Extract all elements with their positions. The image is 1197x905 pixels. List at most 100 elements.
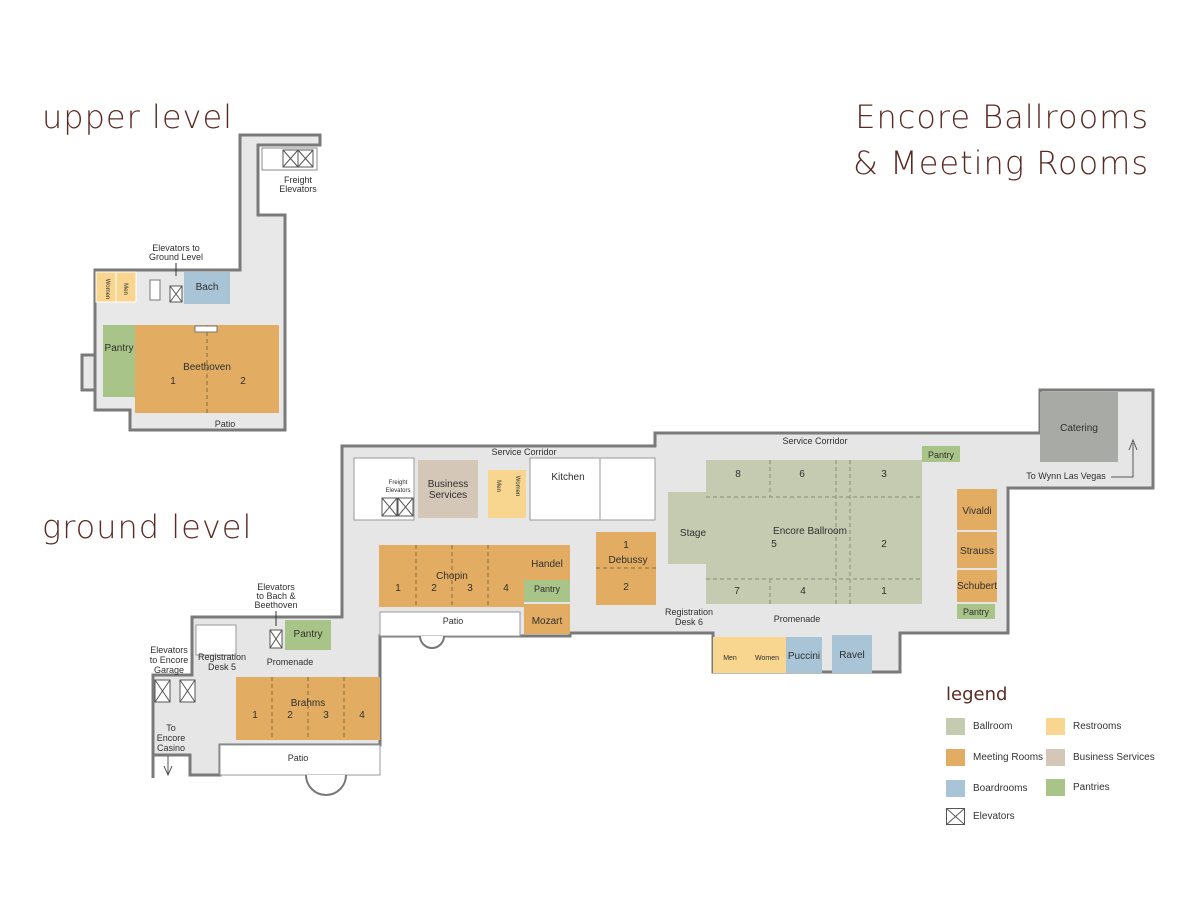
bach-label: Bach xyxy=(196,282,219,293)
ground-women-restroom xyxy=(506,470,526,518)
elev-bach-label-2: to Bach & xyxy=(256,591,295,601)
beethoven-section-2: 2 xyxy=(240,376,246,387)
chopin-section-3: 3 xyxy=(467,583,473,594)
catering-label: Catering xyxy=(1060,423,1098,434)
brahms-label: Brahms xyxy=(291,698,325,709)
ballroom-section-1: 1 xyxy=(881,586,887,597)
left-pantry xyxy=(285,620,331,650)
chopin-section-2: 2 xyxy=(431,583,437,594)
handel-label: Handel xyxy=(531,559,563,570)
bottom-women-label: Women xyxy=(755,655,779,662)
upper-patio-label: Patio xyxy=(215,419,236,429)
legend-restroom: Restrooms xyxy=(1046,718,1121,735)
debussy-section-2: 2 xyxy=(623,582,629,593)
legend-meeting-label: Meeting Rooms xyxy=(973,752,1044,763)
left-promenade-label: Promenade xyxy=(267,657,314,667)
mid-patio-label: Patio xyxy=(443,616,464,626)
to-wynn-label: To Wynn Las Vegas xyxy=(1026,471,1106,481)
reg6-label-1: Registration xyxy=(665,607,713,617)
ballroom-section-6: 6 xyxy=(799,469,805,480)
elev-garage-label-3: Garage xyxy=(154,665,184,675)
legend-title: legend xyxy=(946,684,1008,705)
handel-room xyxy=(524,545,570,580)
legend-pantries-label: Pantries xyxy=(1073,782,1110,793)
ground-men-label: Men xyxy=(495,480,501,492)
schubert-label: Schubert xyxy=(957,581,997,592)
arrow-up-icon xyxy=(1128,438,1138,451)
legend-boardroom: Boardrooms xyxy=(946,780,1027,797)
bach-elevator-icon xyxy=(269,629,283,649)
encore-ballroom-label: Encore Ballroom xyxy=(773,526,847,537)
mozart-label: Mozart xyxy=(532,616,563,627)
reg5-label-2: Desk 5 xyxy=(208,662,236,672)
ground-freight-elevator-icon xyxy=(381,497,414,517)
beethoven-section-1: 1 xyxy=(170,376,176,387)
ground-level-heading: ground level xyxy=(42,508,253,546)
right-pantry-label: Pantry xyxy=(963,607,990,617)
bottom-men-restroom xyxy=(713,637,747,673)
upper-pantry-label: Pantry xyxy=(105,343,134,354)
bach-boardroom xyxy=(184,272,230,304)
to-casino-label-2: Encore xyxy=(157,733,186,743)
debussy-section-1: 1 xyxy=(623,540,629,551)
upper-men-restroom xyxy=(115,271,137,303)
schubert-room xyxy=(957,570,997,602)
upper-elevator-icon xyxy=(169,285,183,303)
left-pantry-label: Pantry xyxy=(294,629,323,640)
puccini-boardroom xyxy=(786,637,822,673)
elev-garage-label-1: Elevators xyxy=(150,645,188,655)
chopin-label: Chopin xyxy=(436,571,468,582)
upper-level-heading: upper level xyxy=(42,98,234,136)
ground-level-plan: Service Corridor Service Corridor Freigh… xyxy=(150,388,1155,796)
business-services-room xyxy=(418,460,478,518)
catering-room xyxy=(1040,392,1118,462)
beethoven-label: Beethoven xyxy=(183,362,231,373)
ground-freight-label-2: Elevators xyxy=(385,488,410,494)
ground-men-restroom xyxy=(488,470,506,518)
top-pantry xyxy=(922,446,960,462)
elev-bach-label-3: Beethoven xyxy=(254,600,297,610)
reg6-label-2: Desk 6 xyxy=(675,617,703,627)
arrow-down-icon xyxy=(163,756,173,777)
legend-business: Business Services xyxy=(1046,749,1155,766)
brahms-section-3: 3 xyxy=(323,710,329,721)
bottom-men-label: Men xyxy=(723,655,737,662)
elev-bach-label-1: Elevators xyxy=(257,582,295,592)
ballroom-section-3: 3 xyxy=(881,469,887,480)
strauss-label: Strauss xyxy=(960,546,994,557)
mid-pantry xyxy=(524,580,570,602)
right-promenade-label: Promenade xyxy=(774,614,821,624)
elevators-ground-label-2: Ground Level xyxy=(149,252,203,262)
ballroom-section-7: 7 xyxy=(734,586,740,597)
encore-ballroom xyxy=(706,460,922,604)
bottom-women-restroom xyxy=(747,637,786,673)
mid-pantry-label: Pantry xyxy=(534,584,561,594)
map-title-line2: & Meeting Rooms xyxy=(853,144,1149,182)
elev-garage-label-2: to Encore xyxy=(150,655,189,665)
chopin-section-4: 4 xyxy=(503,583,509,594)
legend-pantries: Pantries xyxy=(1046,779,1110,796)
ravel-label: Ravel xyxy=(839,650,865,661)
brahms-section-1: 1 xyxy=(252,710,258,721)
vivaldi-room xyxy=(957,489,997,530)
upper-freight-label-1: Freight xyxy=(284,175,313,185)
ballroom-section-4: 4 xyxy=(800,586,806,597)
ground-freight-label-1: Freight xyxy=(389,480,408,486)
elevator-icon xyxy=(946,808,965,825)
stage-label: Stage xyxy=(680,528,707,539)
ground-women-label: Women xyxy=(514,476,520,497)
garage-elevator-icon xyxy=(154,679,196,703)
ballroom-section-8: 8 xyxy=(735,469,741,480)
right-pantry xyxy=(957,604,995,619)
reg5-label-1: Registration xyxy=(198,652,246,662)
legend-boardroom-label: Boardrooms xyxy=(973,783,1028,794)
legend-ballroom-label: Ballroom xyxy=(973,721,1013,732)
legend-meeting: Meeting Rooms xyxy=(946,749,1043,766)
legend-business-label: Business Services xyxy=(1073,752,1155,763)
service-corridor-right-label: Service Corridor xyxy=(782,436,847,446)
upper-men-label: Men xyxy=(122,283,128,295)
freight-elevator-icon xyxy=(282,149,314,168)
service-corridor-left-label: Service Corridor xyxy=(491,447,556,457)
stage xyxy=(668,492,706,564)
